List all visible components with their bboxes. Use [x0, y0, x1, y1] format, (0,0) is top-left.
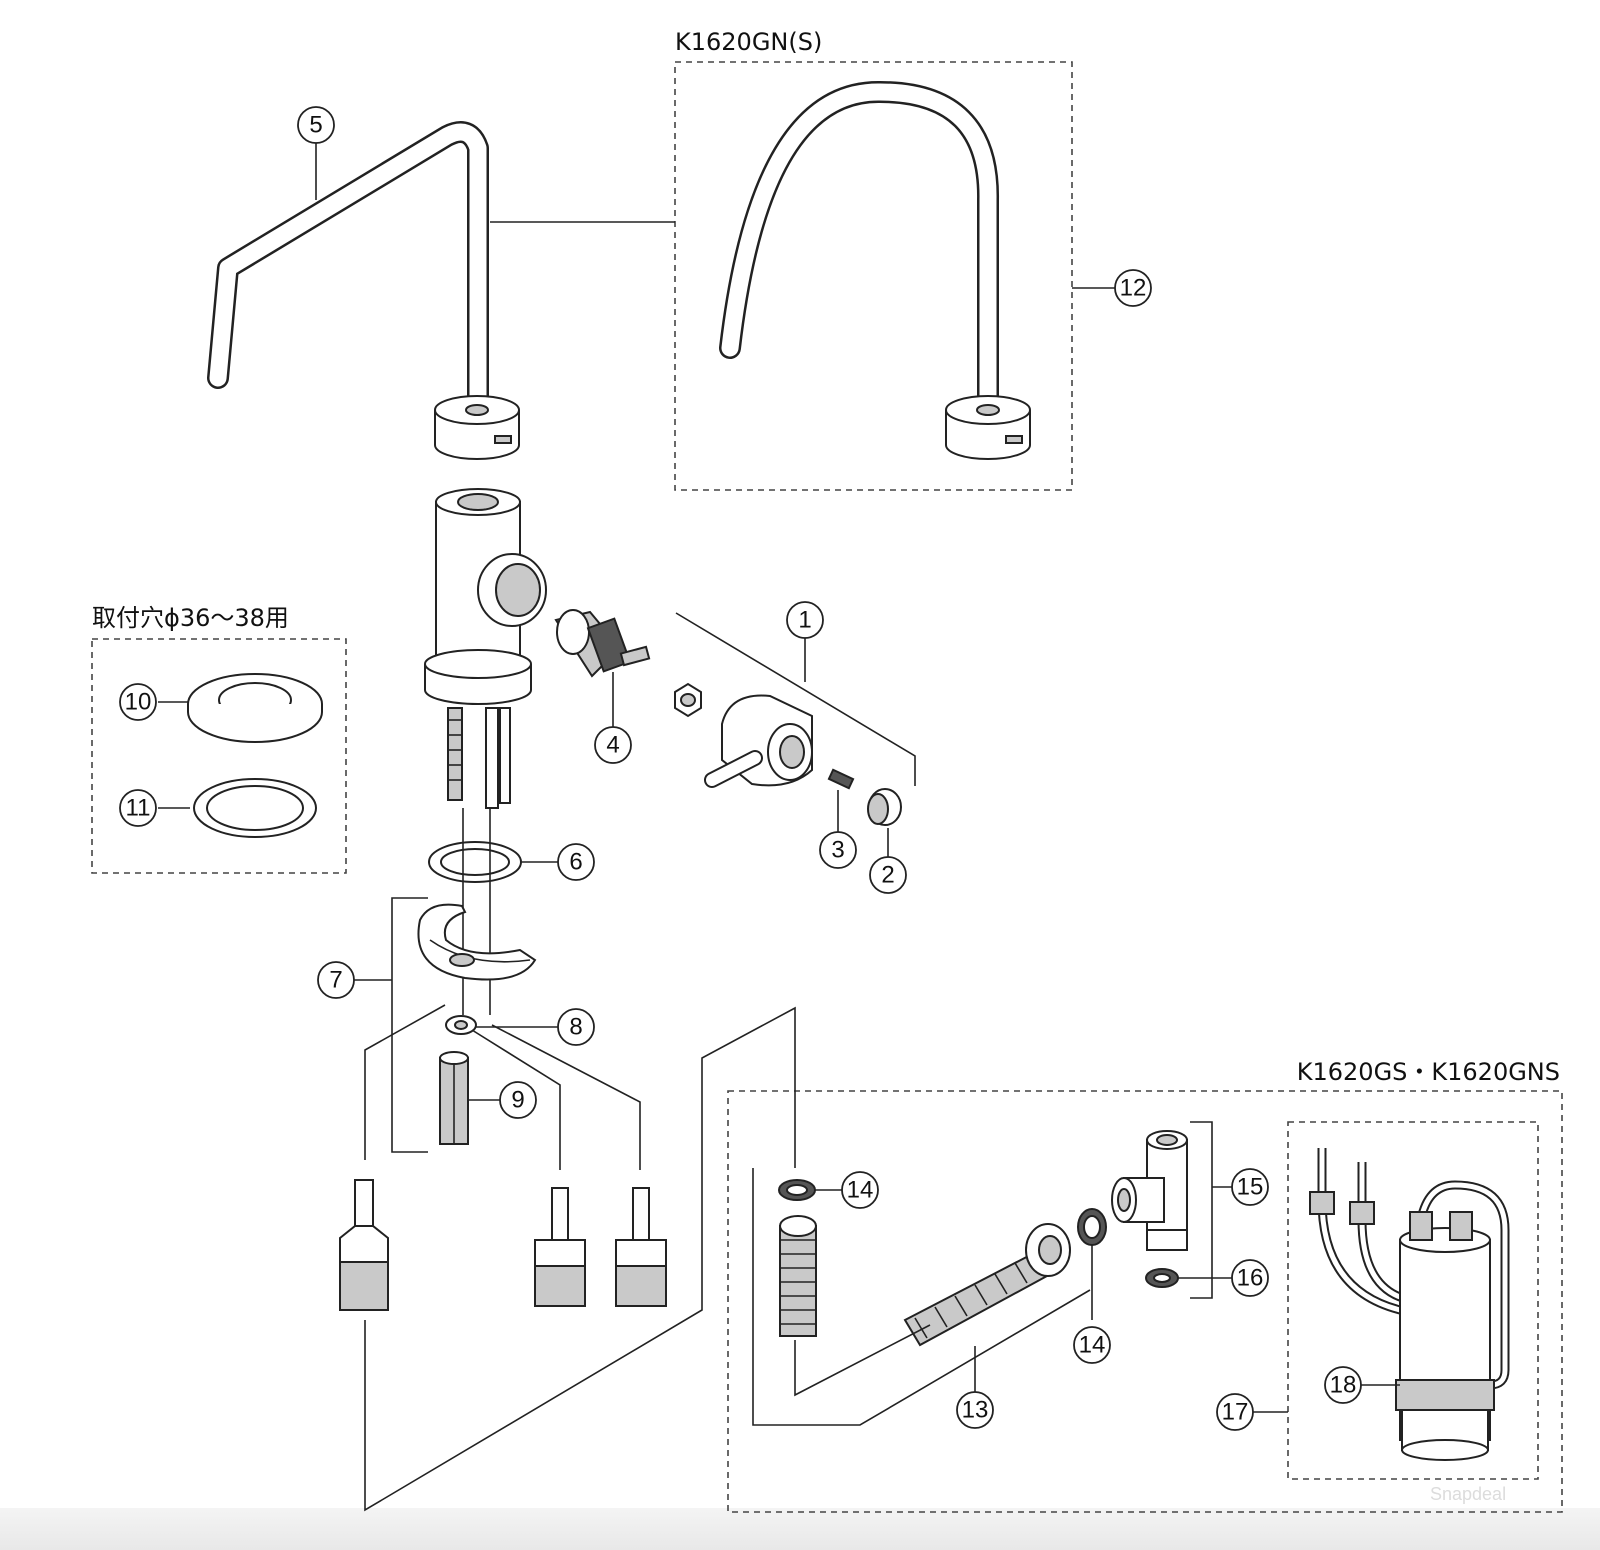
svg-text:18: 18 — [1330, 1372, 1357, 1399]
callout-1: 1 — [786, 601, 824, 639]
hose-leader-line — [794, 1324, 931, 1397]
k1620gs-gns-group-box — [727, 1090, 1563, 1513]
callout-10: 10 — [119, 683, 157, 721]
callout-13: 13 — [956, 1391, 994, 1429]
mounting-gasket-part — [193, 778, 317, 838]
mounting-hole-label: 取付穴ϕ36～38用 — [92, 604, 289, 632]
callout-11: 11 — [119, 789, 157, 827]
fitting-middle-leader — [471, 1029, 561, 1170]
svg-text:9: 9 — [511, 1087, 524, 1114]
fitting-right-leader — [491, 1024, 641, 1170]
callout-14-bottom: 14 — [1073, 1326, 1111, 1364]
k1620gn-s-label: K1620GN(S) — [675, 28, 822, 56]
angular-spout-part — [207, 121, 520, 460]
flexible-hose-part — [779, 1215, 1071, 1347]
svg-text:14: 14 — [847, 1177, 874, 1204]
svg-text:2: 2 — [881, 862, 894, 889]
svg-text:10: 10 — [125, 689, 152, 716]
connector-fitting-right — [615, 1187, 667, 1307]
faucet-body-part — [424, 488, 547, 809]
callout-2: 2 — [869, 856, 907, 894]
svg-text:17: 17 — [1222, 1399, 1249, 1426]
spacer-nut-part — [439, 1051, 469, 1145]
callout-9: 9 — [499, 1081, 537, 1119]
svg-text:5: 5 — [309, 112, 322, 139]
svg-text:6: 6 — [569, 849, 582, 876]
svg-text:14: 14 — [1079, 1332, 1106, 1359]
callout-4: 4 — [594, 726, 632, 764]
svg-text:11: 11 — [126, 795, 151, 822]
watermark-text: Snapdeal — [1430, 1484, 1506, 1504]
svg-text:15: 15 — [1237, 1174, 1264, 1201]
callout-5: 5 — [297, 106, 335, 144]
callout-15: 15 — [1231, 1168, 1269, 1206]
mounting-ring-part — [187, 673, 323, 743]
tee-group-bracket — [1190, 1121, 1213, 1299]
mounting-hole-group-box — [91, 638, 347, 874]
svg-text:8: 8 — [569, 1014, 582, 1041]
filter-cartridge-group-box — [1287, 1121, 1539, 1480]
connector-fitting-middle — [534, 1187, 586, 1307]
tee-fitting-part — [1111, 1130, 1188, 1251]
handle-assembly-part — [674, 682, 902, 826]
callout-17: 17 — [1216, 1393, 1254, 1431]
gooseneck-spout-part — [719, 80, 1031, 460]
callout-18: 18 — [1324, 1366, 1362, 1404]
svg-text:1: 1 — [798, 607, 811, 634]
callout-8: 8 — [557, 1008, 595, 1046]
svg-text:7: 7 — [329, 967, 342, 994]
filter-cartridge-part — [1309, 1148, 1510, 1461]
k1620gs-gns-label: K1620GS・K1620GNS — [1297, 1058, 1560, 1086]
callout-leaders — [158, 138, 1400, 1413]
callout-3: 3 — [819, 831, 857, 869]
clamp-plate-part — [417, 903, 537, 981]
svg-text:12: 12 — [1120, 275, 1147, 302]
connector-fitting-left — [339, 1179, 389, 1311]
callout-16: 16 — [1231, 1259, 1269, 1297]
k1620gn-s-group-box — [674, 61, 1073, 491]
callout-12: 12 — [1114, 269, 1152, 307]
callout-6: 6 — [557, 843, 595, 881]
clamp-group-bracket — [391, 897, 428, 1153]
svg-text:4: 4 — [606, 732, 619, 759]
callout-14-top: 14 — [841, 1171, 879, 1209]
bottom-bar — [0, 1508, 1600, 1550]
svg-text:3: 3 — [831, 837, 844, 864]
supply-hose-route-line — [364, 1006, 796, 1512]
svg-text:13: 13 — [962, 1397, 989, 1424]
fitting-left-leader — [364, 1004, 446, 1160]
callout-7: 7 — [317, 961, 355, 999]
svg-text:16: 16 — [1237, 1265, 1264, 1292]
handle-group-bracket — [675, 612, 916, 786]
valve-cartridge-part — [554, 609, 651, 678]
